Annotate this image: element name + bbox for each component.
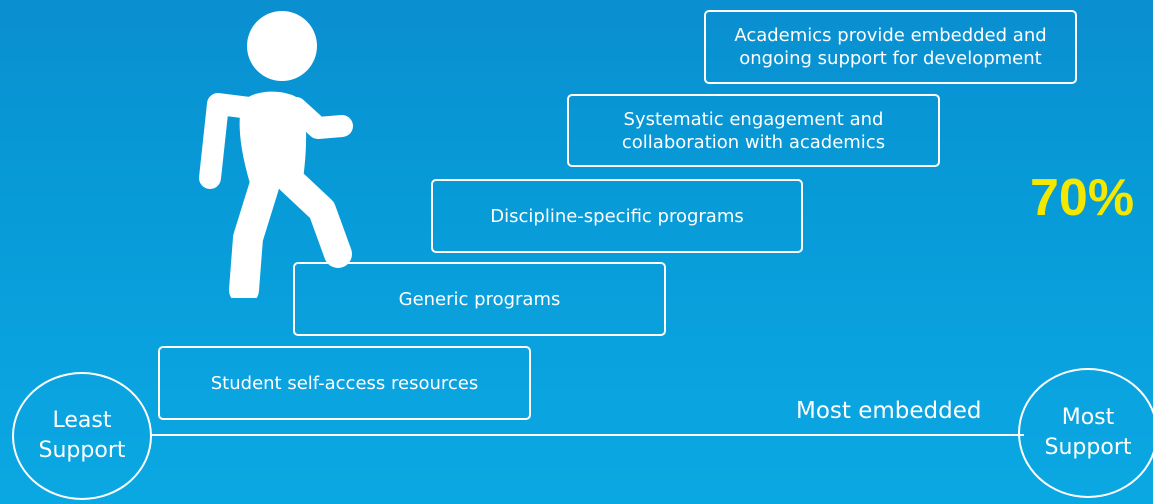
most-embedded-label: Most embedded — [796, 398, 982, 424]
step-label: Student self-access resources — [210, 372, 479, 394]
step-generic-programs: Generic programs — [293, 262, 666, 336]
support-axis-line — [150, 434, 1024, 436]
step-label: Generic programs — [398, 288, 561, 310]
least-support-circle: Least Support — [12, 372, 152, 500]
step-label-line1: Academics provide embedded and — [734, 25, 1047, 46]
least-support-line1: Least — [52, 408, 112, 433]
step-label-line2: ongoing support for development — [739, 48, 1042, 69]
step-academics-embedded-support: Academics provide embedded and ongoing s… — [704, 10, 1077, 84]
step-discipline-specific-programs: Discipline-specific programs — [431, 179, 803, 253]
step-student-self-access-resources: Student self-access resources — [158, 346, 531, 420]
step-label-line2: collaboration with academics — [621, 131, 886, 153]
step-systematic-engagement: Systematic engagement and collaboration … — [567, 94, 940, 167]
most-support-circle: Most Support — [1018, 368, 1153, 498]
percentage-overlay: 70% — [1030, 169, 1135, 227]
step-label: Discipline-specific programs — [490, 205, 744, 227]
most-support-line2: Support — [1044, 435, 1132, 460]
walking-person-icon — [199, 11, 353, 298]
least-support-line2: Support — [38, 438, 126, 463]
step-label-line1: Systematic engagement and — [623, 108, 884, 130]
most-support-line1: Most — [1061, 405, 1115, 430]
